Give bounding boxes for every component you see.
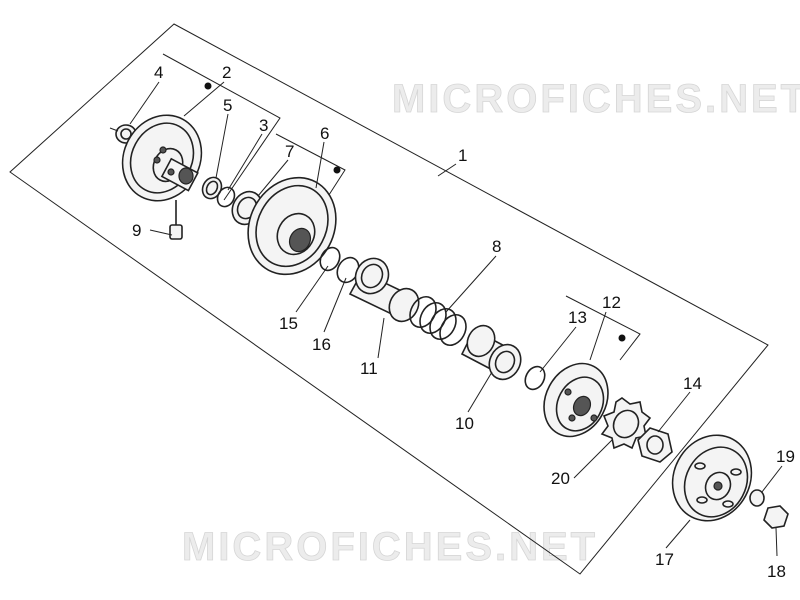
watermark-bottom: MICROFICHES.NET [182, 525, 598, 569]
callout-13: 13 [568, 308, 587, 327]
part-3-circlip [216, 186, 236, 208]
callout-4: 4 [154, 63, 163, 82]
callout-12: 12 [602, 293, 621, 312]
callout-1: 1 [458, 146, 467, 165]
watermark-top: MICROFICHES.NET [392, 77, 800, 121]
part-15-o-ring [319, 246, 341, 272]
callout-18: 18 [767, 562, 786, 581]
part-12-clutch-assembly [543, 362, 609, 438]
part-10-sleeve [460, 324, 522, 381]
callout-14: 14 [683, 374, 702, 393]
part-18-nut [763, 505, 789, 529]
callout-5: 5 [223, 96, 232, 115]
callout-11: 11 [360, 359, 378, 378]
assembly-frame-1 [9, 23, 769, 575]
part-8-spring [409, 295, 467, 347]
callout-9: 9 [132, 221, 141, 240]
callout-7: 7 [285, 142, 294, 161]
callout-16: 16 [312, 335, 331, 354]
part-11-spacer-sleeve [348, 257, 420, 323]
callout-17: 17 [655, 550, 674, 569]
callout-8: 8 [492, 237, 501, 256]
callout-3: 3 [259, 116, 268, 135]
part-6-movable-half-pulley [247, 176, 337, 276]
part-17-clutch-bell [671, 434, 753, 522]
ref-dot-12 [618, 334, 626, 342]
subassembly-bracket-12 [565, 295, 641, 361]
ref-dot-6 [333, 166, 341, 174]
callout-19: 19 [776, 447, 795, 466]
part-5-ring [201, 176, 223, 200]
part-19-washer [749, 489, 765, 507]
part-20-spring-plate [600, 397, 652, 450]
part-14-plate [637, 427, 673, 463]
part-9-bolt [169, 200, 183, 240]
callout-2: 2 [222, 63, 231, 82]
callout-6: 6 [320, 124, 329, 143]
leader-lines [129, 81, 783, 557]
part-13-ring [524, 365, 546, 391]
part-2-fixed-half-pulley [121, 114, 203, 202]
ref-dot-2 [204, 82, 212, 90]
callout-10: 10 [455, 414, 474, 433]
subassembly-bracket-2 [162, 53, 281, 201]
callout-15: 15 [279, 314, 298, 333]
callout-20: 20 [551, 469, 570, 488]
